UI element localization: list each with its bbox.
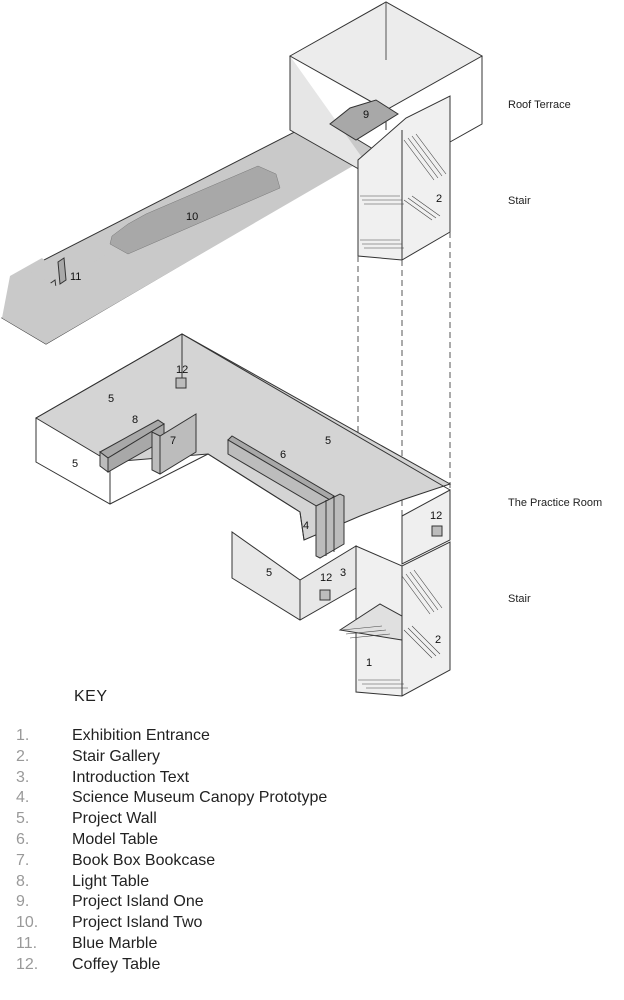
practice-room-floor [35, 333, 452, 541]
marker-12a: 12 [176, 364, 188, 376]
canopy-prototype [315, 493, 345, 559]
key-label: Exhibition Entrance [72, 727, 210, 744]
marker-3: 3 [340, 567, 346, 579]
project-island-two [109, 165, 281, 255]
key-label: Model Table [72, 830, 158, 848]
label-stair-lower: Stair [508, 593, 531, 605]
key-number: 2. [16, 747, 30, 765]
marker-8: 8 [132, 414, 138, 426]
key-item: 1. Exhibition Entrance [16, 726, 327, 747]
key-title: KEY [74, 688, 108, 705]
key-label: Science Museum Canopy Prototype [72, 789, 328, 807]
key-item: 8. Light Table [16, 872, 327, 893]
marker-4: 4 [303, 520, 309, 532]
marker-12b: 12 [430, 510, 442, 522]
key-item: 2. Stair Gallery [16, 747, 327, 768]
label-stair-upper: Stair [508, 195, 531, 207]
key-item: 6. Model Table [16, 830, 327, 851]
key-number: 12. [16, 955, 39, 973]
blue-marble [57, 257, 67, 285]
marker-11: 11 [70, 271, 81, 283]
marker-2b: 2 [435, 634, 441, 646]
key-item: 12. Coffey Table [16, 955, 327, 976]
key-number: 8. [16, 872, 30, 890]
key-number: 5. [16, 810, 30, 828]
key-number: 9. [16, 893, 30, 911]
marker-1: 1 [366, 657, 372, 669]
shaft-dashed-lines [357, 232, 451, 520]
coffey-table-room [431, 525, 443, 537]
key-item: 11. Blue Marble [16, 934, 327, 955]
coffey-table-top [175, 377, 187, 389]
marker-6: 6 [280, 449, 286, 461]
key-item: 10. Project Island Two [16, 913, 327, 934]
key-label: Introduction Text [72, 768, 190, 786]
marker-12c: 12 [320, 572, 332, 584]
lower-stair-treads [341, 569, 443, 689]
practice-stair-box [401, 489, 451, 565]
key-number: 7. [16, 851, 30, 869]
key-number: 1. [16, 727, 30, 744]
marker-5d: 5 [266, 567, 272, 579]
key-label: Book Box Bookcase [72, 851, 216, 869]
upper-gallery-floor-body [2, 118, 370, 344]
key-label: Project Wall [72, 810, 157, 828]
key-label: Blue Marble [72, 934, 158, 952]
key-number: 11. [16, 934, 38, 952]
key-item: 5. Project Wall [16, 809, 327, 830]
marker-5a: 5 [108, 393, 114, 405]
isometric-floor-diagram: 9 2 10 11 12 5 8 7 5 6 5 4 12 5 12 3 2 1 [1, 1, 484, 697]
upper-stair-treads [360, 133, 447, 249]
key-label: Light Table [72, 872, 150, 890]
key-label: Stair Gallery [72, 747, 161, 765]
roof-terrace-left [289, 56, 379, 181]
roof-terrace-right [449, 56, 483, 143]
key-list: 1. Exhibition Entrance 2. Stair Gallery 3.… [16, 726, 327, 976]
key-item: 3. Introduction Text [16, 768, 327, 789]
marker-2a: 2 [436, 193, 442, 205]
label-roof-terrace: Roof Terrace [508, 99, 571, 111]
marker-5b: 5 [72, 458, 78, 470]
marker-10: 10 [186, 211, 198, 223]
marker-7: 7 [170, 435, 176, 447]
key-label: Coffey Table [72, 955, 161, 973]
project-island-one [329, 99, 399, 141]
key-label: Project Island One [72, 893, 204, 911]
marker-5c: 5 [325, 435, 331, 447]
key-item: 7. Book Box Bookcase [16, 851, 327, 872]
key-number: 6. [16, 830, 30, 848]
key-item: 9. Project Island One [16, 892, 327, 913]
key-item: 4. Science Museum Canopy Prototype [16, 788, 327, 809]
marker-labels: 9 2 10 11 12 5 8 7 5 6 5 4 12 5 12 3 2 1 [70, 109, 442, 669]
label-practice-room: The Practice Room [508, 497, 603, 509]
coffey-table-annex [319, 589, 331, 601]
key-number: 10. [16, 914, 39, 932]
marker-9: 9 [363, 109, 369, 121]
key-number: 4. [16, 789, 30, 807]
key-number: 3. [16, 768, 30, 786]
key-label: Project Island Two [72, 914, 203, 932]
lower-stair-landing [338, 603, 403, 641]
